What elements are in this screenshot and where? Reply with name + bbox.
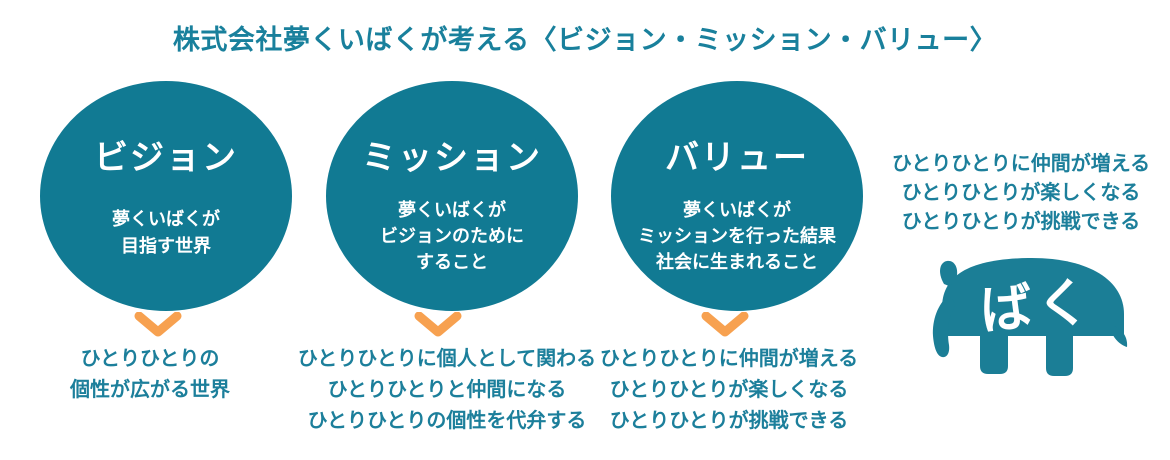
circle-description-line: 社会に生まれること xyxy=(656,252,818,272)
result-line: ひとりひとりに仲間が増える xyxy=(599,348,859,370)
result-line: ひとりひとりが挑戦できる xyxy=(609,410,849,432)
side-note-line: ひとりひとりに仲間が増える xyxy=(891,153,1151,175)
baku-trunk xyxy=(932,296,955,358)
side-note-text: ひとりひとりに仲間が増える ひとりひとりが楽しくなる ひとりひとりが挑戦できる xyxy=(871,150,1170,237)
baku-label: ばく xyxy=(978,273,1097,341)
circle-description-line: 夢くいばくが xyxy=(112,209,220,229)
value-circle-description: 夢くいばくが ミッションを行った結果 社会に生まれること xyxy=(611,197,863,275)
vision-circle: ビジョン 夢くいばくが 目指す世界 xyxy=(40,81,292,311)
circle-description-line: ミッションを行った結果 xyxy=(638,226,836,246)
circle-description-line: 夢くいばくが xyxy=(398,200,506,220)
result-line: ひとりひとりの個性を代弁する xyxy=(307,410,587,432)
mission-result-text: ひとりひとりに個人として関わる ひとりひとりと仲間になる ひとりひとりの個性を代… xyxy=(297,344,597,437)
circle-description-line: ビジョンのために xyxy=(380,226,524,246)
side-note-line: ひとりひとりが楽しくなる xyxy=(901,182,1141,204)
baku-tail xyxy=(1111,326,1128,347)
value-circle: バリュー 夢くいばくが ミッションを行った結果 社会に生まれること xyxy=(611,81,863,311)
down-chevron-icon xyxy=(701,312,749,337)
result-line: ひとりひとりが楽しくなる xyxy=(609,379,849,401)
vision-result-text: ひとりひとりの 個性が広がる世界 xyxy=(0,344,300,406)
mission-circle-description: 夢くいばくが ビジョンのために すること xyxy=(326,197,578,275)
down-chevron-icon xyxy=(414,312,462,337)
baku-ear xyxy=(940,260,958,286)
result-line: 個性が広がる世界 xyxy=(70,379,230,401)
circle-description-line: すること xyxy=(416,252,488,272)
result-line: ひとりひとりに個人として関わる xyxy=(297,348,597,370)
baku-hind-leg xyxy=(1046,326,1073,376)
result-line: ひとりひとりの xyxy=(80,348,220,370)
down-chevron-icon xyxy=(134,312,182,337)
page-title: 株式会社夢くいばくが考える〈ビジョン・ミッション・バリュー〉 xyxy=(172,25,998,55)
mission-circle: ミッション 夢くいばくが ビジョンのために すること xyxy=(326,81,578,311)
value-result-text: ひとりひとりに仲間が増える ひとりひとりが楽しくなる ひとりひとりが挑戦できる xyxy=(579,344,879,437)
result-line: ひとりひとりと仲間になる xyxy=(327,379,567,401)
baku-mascot-illustration: ばく xyxy=(932,257,1128,376)
vision-circle-name: ビジョン xyxy=(94,139,238,177)
mission-circle-name: ミッション xyxy=(362,139,542,177)
side-note-line: ひとりひとりが挑戦できる xyxy=(901,211,1141,233)
baku-body xyxy=(942,257,1124,336)
vision-circle-description: 夢くいばくが 目指す世界 xyxy=(40,206,292,260)
circle-description-line: 夢くいばくが xyxy=(683,200,791,220)
circle-description-line: 目指す世界 xyxy=(121,236,211,256)
baku-front-leg xyxy=(980,326,1008,374)
value-circle-name: バリュー xyxy=(665,139,809,177)
